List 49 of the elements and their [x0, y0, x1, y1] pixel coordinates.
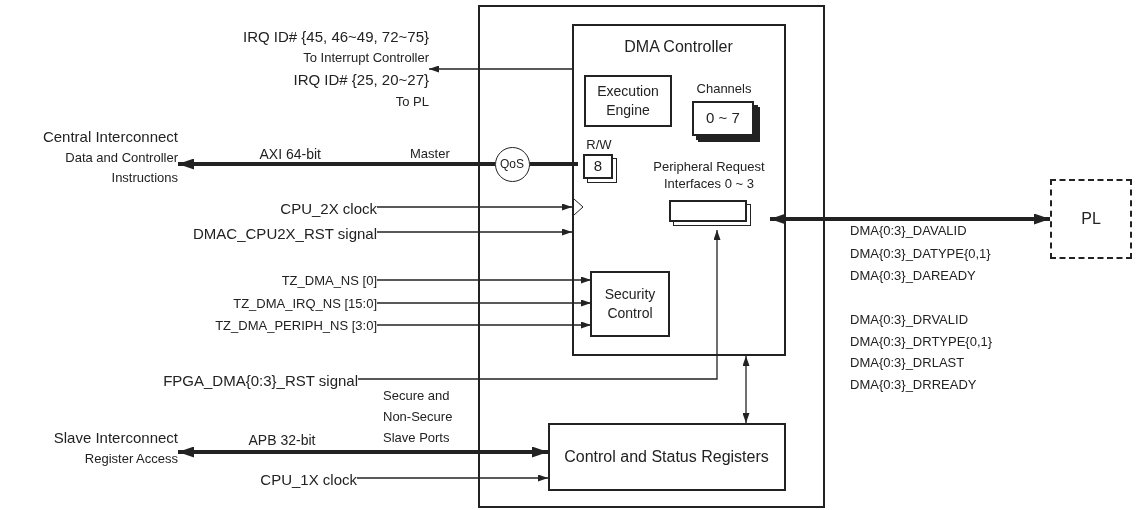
arrow — [178, 446, 548, 458]
arrow — [376, 203, 573, 211]
port-label: Secure and Non-Secure Slave Ports — [383, 387, 454, 447]
component-label: Channels — [695, 81, 753, 98]
arrow — [770, 213, 1050, 225]
irq-label: IRQ ID# {25, 20~27} — [292, 70, 429, 91]
signal-label: DMA{0:3}_DAVALID — [850, 223, 967, 238]
interconnect-label: Central Interconnect — [41, 127, 178, 147]
signal-label: CPU_1X clock — [259, 470, 357, 490]
signal-label: DMA{0:3}_DRREADY — [850, 377, 977, 392]
signal-label: DMA{0:3}_DRTYPE{0,1} — [850, 334, 993, 349]
signal-label: CPU_2X clock — [279, 199, 377, 219]
connector-line — [530, 162, 578, 166]
component-label: Peripheral Request Interfaces 0 ~ 3 — [652, 159, 766, 193]
component-label: R/W — [585, 137, 613, 154]
signal-label: FPGA_DMA{0:3}_RST signal — [162, 371, 358, 391]
signal-label: DMA{0:3}_DATYPE{0,1} — [850, 246, 991, 261]
qos-circle: QoS — [494, 146, 530, 182]
engine-box: Execution Engine — [584, 75, 672, 127]
irq-label: IRQ ID# {45, 46~49, 72~75} — [242, 27, 429, 47]
signal-label: DMA{0:3}_DRLAST — [850, 355, 965, 370]
block-title: DMA Controller — [623, 37, 734, 56]
signal-label: TZ_DMA_NS [0] — [280, 272, 377, 290]
interconnect-description: Data and Controller Instructions — [64, 149, 178, 188]
port-role-label: Master — [410, 146, 450, 161]
pl-box: PL — [1050, 179, 1132, 259]
security-box: Security Control — [590, 271, 670, 337]
signal-label: DMA{0:3}_DRVALID — [850, 312, 969, 327]
destination-label: To Interrupt Controller — [302, 49, 429, 68]
arrow — [376, 228, 573, 236]
edge-label: APB 32-bit — [248, 432, 316, 448]
arrow — [428, 65, 573, 73]
signal-label: TZ_DMA_PERIPH_NS [3:0] — [214, 317, 377, 335]
signal-label: TZ_DMA_IRQ_NS [15:0] — [232, 295, 377, 313]
arrow — [376, 299, 592, 307]
arrow — [356, 474, 549, 482]
arrow — [742, 355, 750, 424]
edge-label: AXI 64-bit — [259, 146, 321, 162]
chip-block — [478, 5, 825, 508]
signal-label: DMAC_CPU2X_RST signal — [192, 224, 377, 244]
arrow — [376, 321, 592, 329]
controller-block — [571, 23, 786, 356]
destination-label: To PL — [394, 92, 429, 111]
interconnect-description: Register Access — [83, 450, 178, 469]
arrow — [178, 158, 495, 170]
interconnect-label: Slave Interconnect — [52, 428, 178, 448]
register-box: Control and Status Registers — [547, 422, 786, 491]
signal-label: DMA{0:3}_DAREADY — [850, 268, 976, 283]
arrow — [376, 276, 592, 284]
